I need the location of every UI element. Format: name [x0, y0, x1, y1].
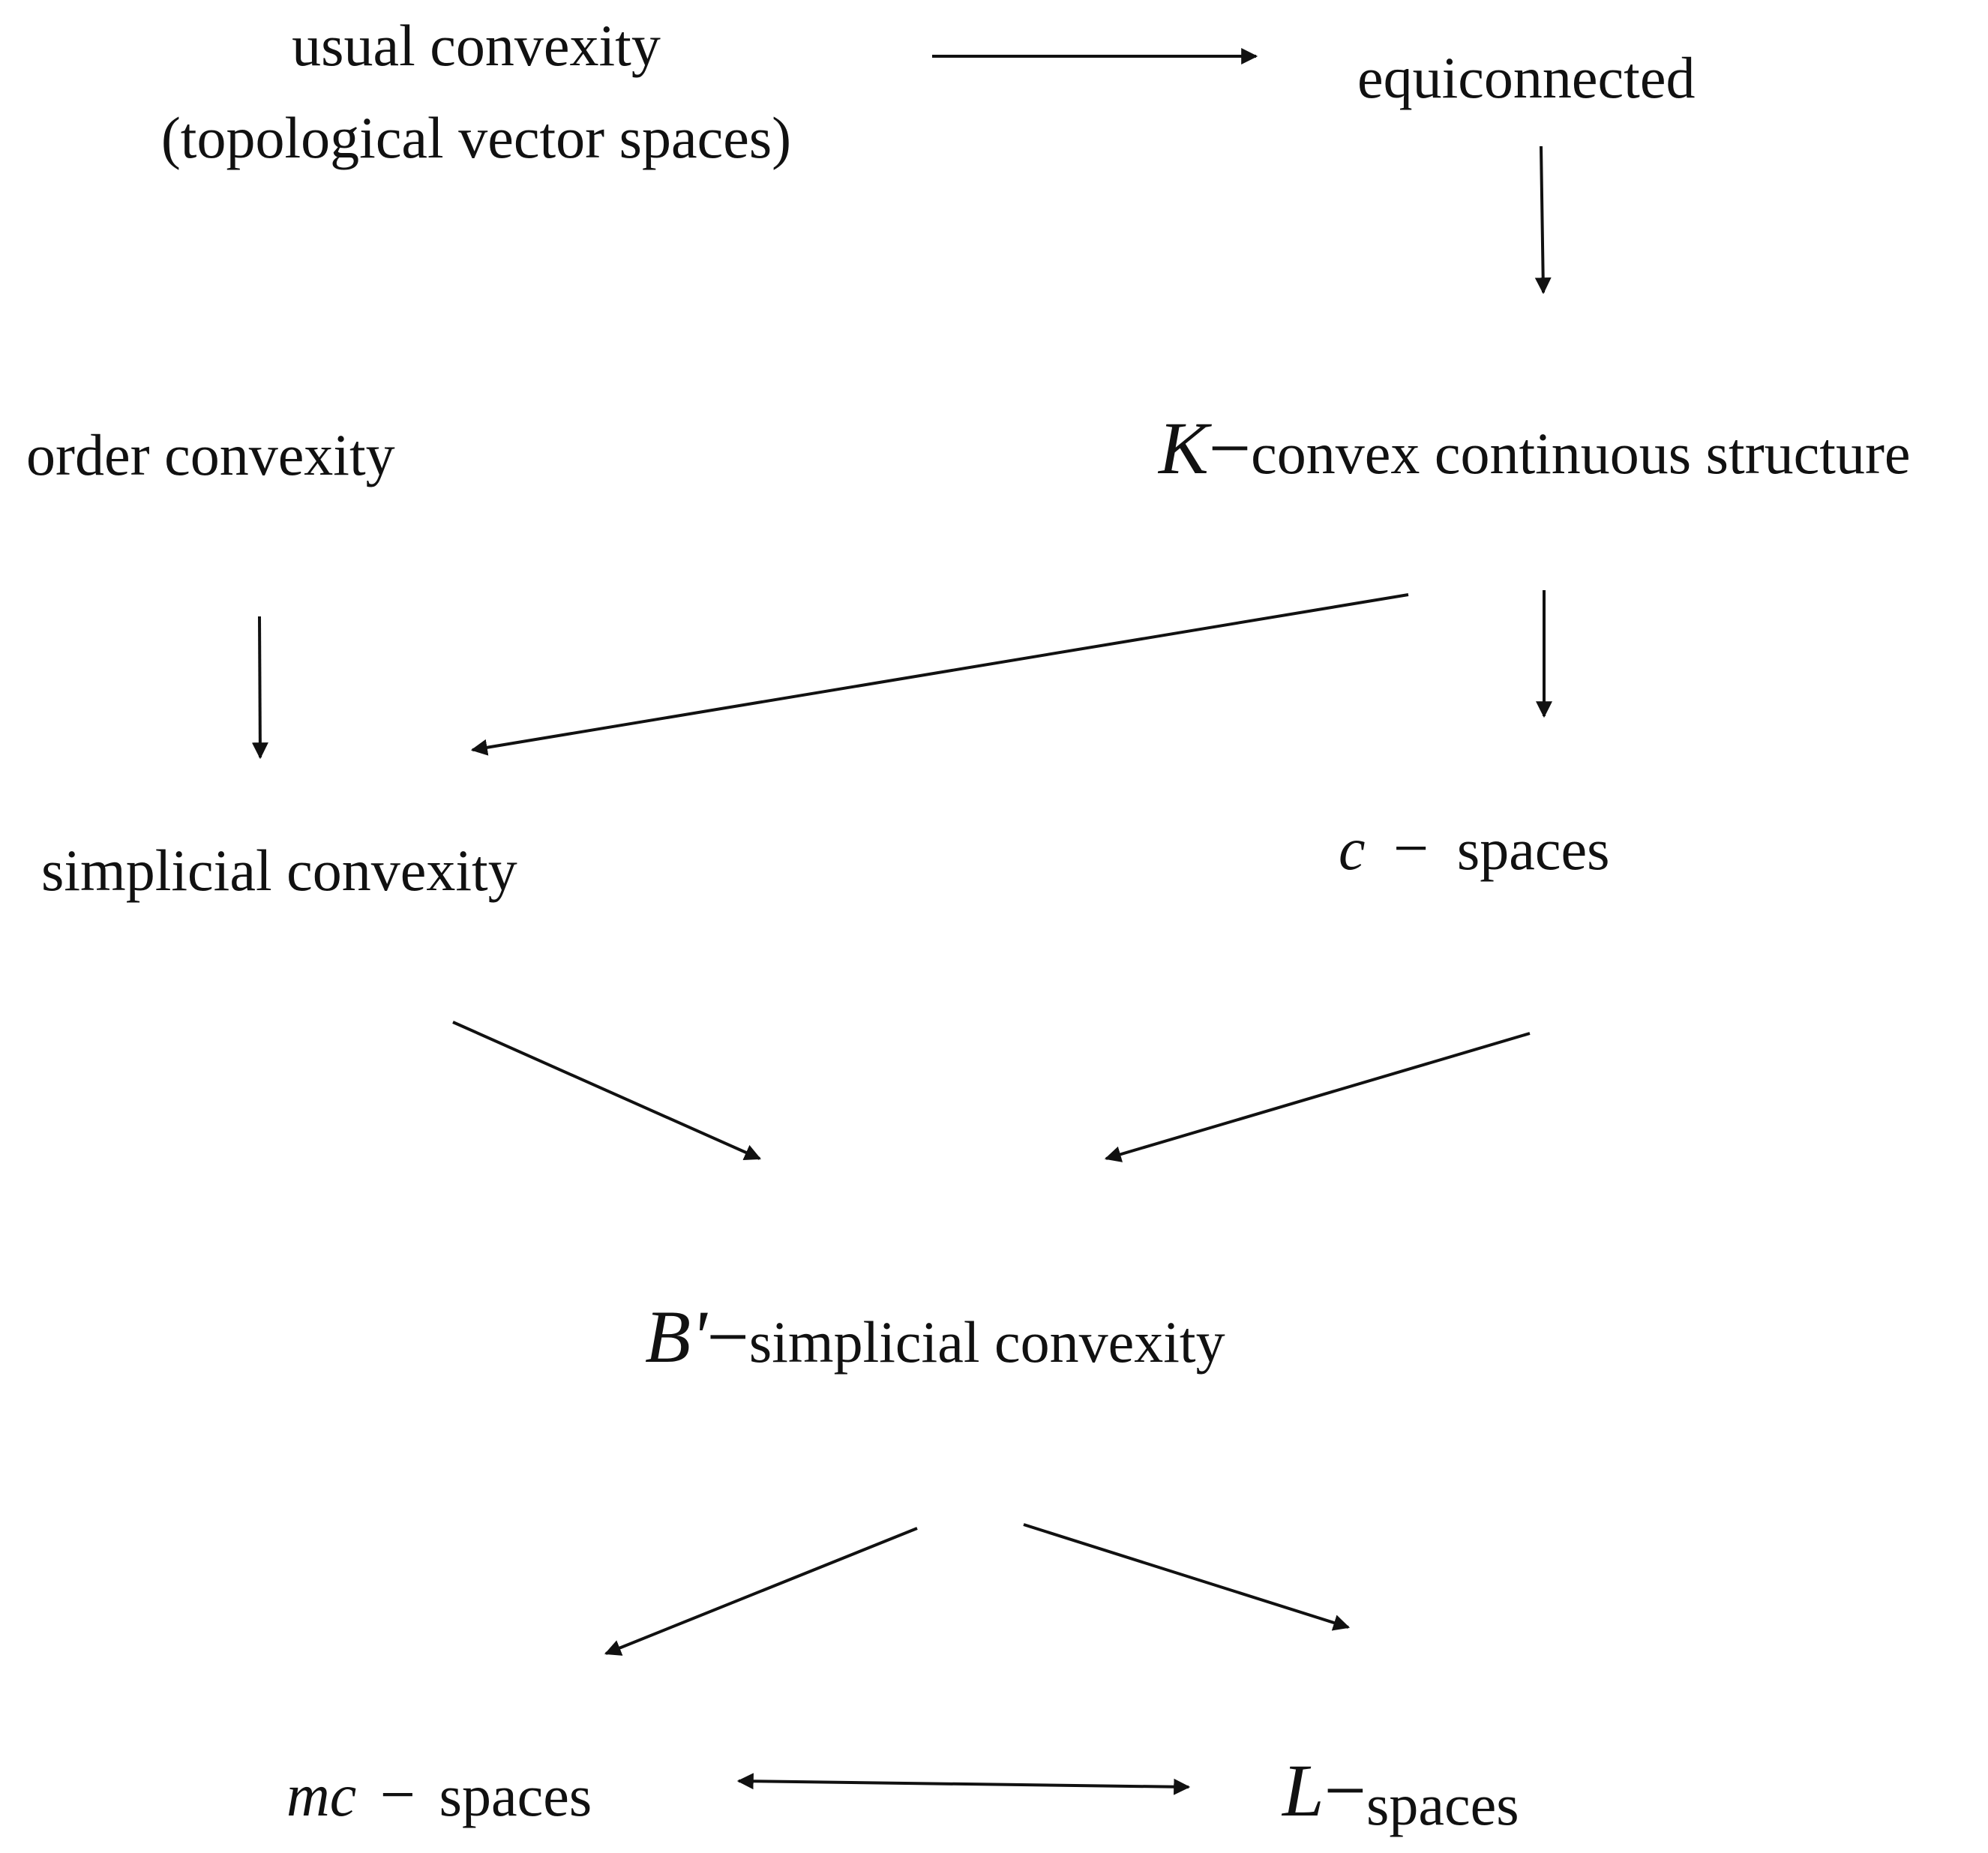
node-order-convexity: order convexity: [26, 422, 395, 487]
k-symbol: K: [1159, 406, 1209, 490]
l-dash: −: [1324, 1749, 1367, 1832]
arrow-bprime-to-mcspaces: [604, 1527, 918, 1656]
k-dash: −: [1208, 406, 1252, 490]
mc-symbol: mc: [286, 1763, 357, 1829]
node-simplicial-convexity: simplicial convexity: [41, 838, 517, 903]
k-label: convex continuous structure: [1251, 421, 1911, 486]
l-symbol: L: [1282, 1749, 1324, 1832]
arrow-equiconnected-to-kconvex: [1534, 145, 1552, 295]
usual-convexity-line1: usual convexity: [292, 13, 661, 78]
usual-convexity-line2: (topological vector spaces): [160, 105, 792, 170]
arrow-order-to-simplicial: [251, 616, 268, 760]
arrow-mcspaces-lspaces-bidirectional: [736, 1773, 1191, 1795]
arrow-kconvex-to-simplicial: [470, 593, 1409, 756]
arrow-bprime-to-lspaces: [1023, 1523, 1351, 1631]
node-b-prime-simplicial-convexity: B'−simplicial convexity: [645, 1300, 1225, 1375]
c-label: spaces: [1456, 817, 1610, 882]
node-k-convex-continuous-structure: K−convex continuous structure: [1159, 411, 1911, 486]
node-equiconnected: equiconnected: [1357, 45, 1696, 110]
b-prime-dash: −: [706, 1295, 749, 1378]
arrow-cspaces-to-bprime: [1104, 1032, 1531, 1162]
b-prime-label: simplicial convexity: [748, 1309, 1225, 1375]
node-mc-spaces: mc − spaces: [286, 1764, 592, 1827]
mc-dash: −: [379, 1760, 416, 1830]
mc-label: spaces: [439, 1763, 592, 1828]
b-prime-symbol: B': [645, 1295, 707, 1378]
l-label: spaces: [1366, 1772, 1519, 1837]
node-c-spaces: c − spaces: [1339, 817, 1609, 880]
node-l-spaces: L−spaces: [1282, 1753, 1519, 1834]
node-usual-convexity: usual convexity (topological vector spac…: [120, 16, 832, 167]
c-symbol: c: [1339, 817, 1366, 883]
c-dash: −: [1393, 814, 1429, 883]
arrow-simplicial-to-bprime: [452, 1021, 762, 1161]
